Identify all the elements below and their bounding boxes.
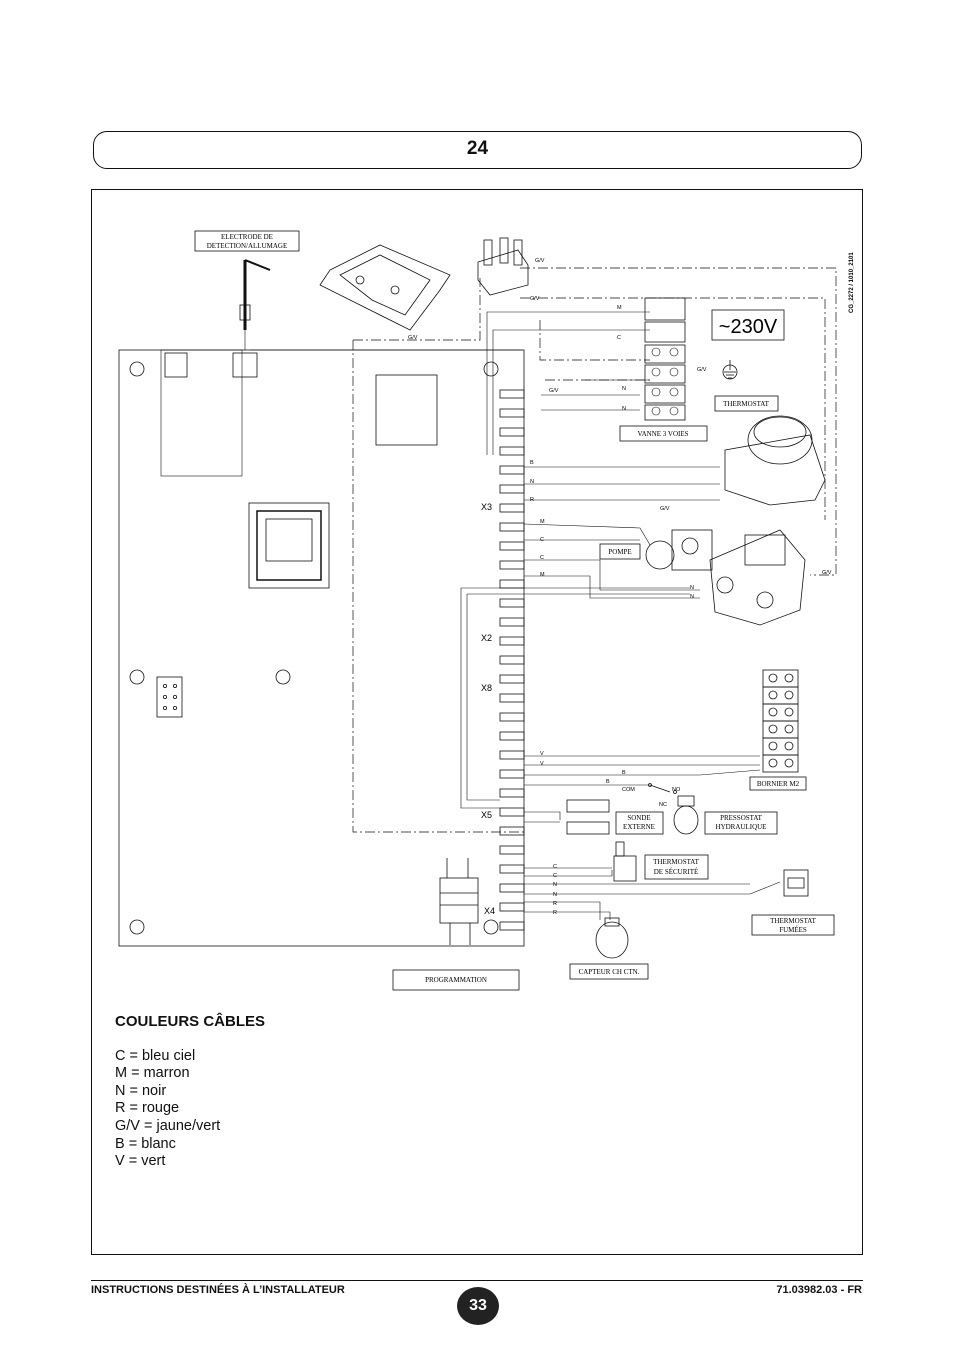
- wire-code: M: [540, 572, 545, 578]
- wire-code: N: [622, 386, 626, 392]
- label-thermostat-securite-line2: DE SÉCURITÉ: [654, 868, 699, 876]
- legend-item: V = vert: [115, 1153, 166, 1170]
- sonde-externe-drawing: [566, 799, 610, 835]
- connector-x5: X5: [481, 810, 492, 820]
- legend-item: C = bleu ciel: [115, 1047, 196, 1064]
- valve-motor-drawing: [724, 415, 826, 506]
- wire-code: C: [540, 537, 544, 543]
- wire-code: N: [622, 406, 626, 412]
- burner-bracket-drawing: [319, 244, 451, 331]
- wire-code: C: [553, 864, 557, 870]
- switch-com: COM: [622, 787, 635, 793]
- bornier-m2-drawing: [762, 669, 799, 773]
- wire-code: G/V: [822, 570, 832, 576]
- wire-code: V: [540, 751, 544, 757]
- wire-code: N: [530, 479, 534, 485]
- label-thermostat-securite-line1: THERMOSTAT: [653, 858, 699, 866]
- transformer: [248, 502, 330, 589]
- legend-item: M = marron: [115, 1065, 190, 1082]
- label-pompe: POMPE: [608, 548, 631, 556]
- label-sonde-line1: SONDE: [627, 814, 650, 822]
- wire-code: B: [622, 770, 626, 776]
- label-pressostat-line1: PRESSOSTAT: [720, 814, 763, 822]
- pump-drawing: [645, 529, 713, 571]
- footer-divider: [91, 1280, 863, 1281]
- wire-code: G/V: [660, 506, 670, 512]
- wire-code: G/V: [549, 388, 559, 394]
- connector-x4: X4: [484, 906, 495, 916]
- wire-code: M: [540, 519, 545, 525]
- page-number: 33: [457, 1287, 499, 1325]
- legend-item: G/V = jaune/vert: [115, 1117, 221, 1134]
- thermostat-securite-drawing: [613, 841, 637, 882]
- wire-code: B: [606, 779, 610, 785]
- legend-item: N = noir: [115, 1082, 167, 1099]
- legend-item: B = blanc: [115, 1135, 176, 1152]
- section-header: 24: [93, 131, 862, 169]
- wire-code: C: [540, 555, 544, 561]
- wire-code: V: [540, 761, 544, 767]
- mains-terminal-block: [644, 297, 785, 421]
- label-vanne-3-voies: VANNE 3 VOIES: [637, 430, 688, 438]
- wire-code: G/V: [408, 335, 418, 341]
- connector-x8: X8: [481, 683, 492, 693]
- label-ref-code: CG_2272 / 1010_2101: [849, 252, 855, 313]
- wire-code: G/V: [530, 296, 540, 302]
- legend-title: COULEURS CÂBLES: [115, 1013, 266, 1030]
- wire-code: C: [617, 335, 621, 341]
- switch-nc: NC: [659, 802, 667, 808]
- electrode-drawing: [239, 259, 271, 330]
- wire-code: B: [530, 460, 534, 466]
- connector-x2: X2: [481, 633, 492, 643]
- wire-code: R: [530, 497, 534, 503]
- label-230v: ~230V: [719, 316, 778, 338]
- label-electrode-line1: ELECTRODE DE: [221, 233, 273, 241]
- programmation-drawing: [439, 858, 479, 945]
- diagram-frame: [91, 189, 863, 1255]
- wire-code: M: [617, 305, 622, 311]
- connector-x3: X3: [481, 502, 492, 512]
- switch-no: NO: [672, 787, 681, 793]
- label-thermostat: THERMOSTAT: [723, 400, 769, 408]
- wire-code: R: [553, 901, 557, 907]
- label-electrode-line2: DETECTION/ALLUMAGE: [207, 242, 288, 250]
- label-thermostat-fumees-line1: THERMOSTAT: [770, 917, 816, 925]
- pressostat-drawing: [673, 795, 699, 835]
- section-number: 24: [466, 138, 489, 159]
- control-board: [118, 349, 525, 947]
- wire-code: N: [690, 594, 694, 600]
- wire-code: R: [553, 910, 557, 916]
- gas-valve-drawing: [709, 529, 806, 626]
- wire-code: N: [553, 892, 557, 898]
- document-reference: 71.03982.03 - FR: [776, 1284, 862, 1296]
- wire-code: G/V: [697, 367, 707, 373]
- wire-code: N: [553, 882, 557, 888]
- legend-item: R = rouge: [115, 1100, 180, 1117]
- label-capteur-ch: CAPTEUR CH CTN.: [579, 968, 640, 976]
- wire-code: N: [690, 585, 694, 591]
- wire-code: G/V: [535, 258, 545, 264]
- label-programmation: PROGRAMMATION: [425, 976, 487, 984]
- label-bornier-m2: BORNIER M2: [757, 780, 800, 788]
- label-thermostat-fumees-line2: FUMÉES: [779, 926, 807, 934]
- label-pressostat-line2: HYDRAULIQUE: [716, 823, 767, 831]
- wire-code: C: [553, 873, 557, 879]
- ignition-connector-drawing: [477, 237, 529, 296]
- capteur-ch-drawing: [595, 917, 629, 959]
- terminal-strip: [499, 389, 525, 931]
- footer-title: INSTRUCTIONS DESTINÉES À L’INSTALLATEUR: [91, 1284, 345, 1296]
- cable-color-legend: COULEURS CÂBLES C = bleu ciel M = marron…: [115, 1013, 265, 1171]
- thermostat-fumees-drawing: [783, 869, 809, 897]
- label-sonde-line2: EXTERNE: [623, 823, 655, 831]
